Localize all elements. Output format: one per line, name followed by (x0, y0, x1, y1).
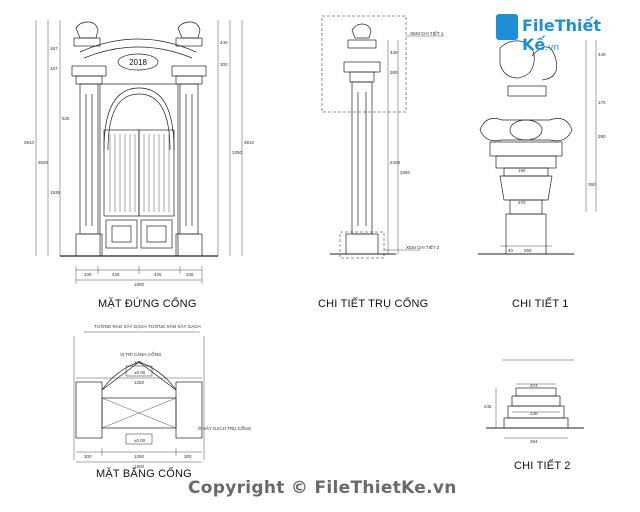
dim-text: 330 (530, 411, 538, 416)
title-detail-1: CHI TIẾT 1 (512, 298, 569, 310)
dim-text: 390 (588, 182, 596, 187)
dim-text: 250 (524, 248, 532, 253)
dim-text: 3910 (244, 140, 255, 145)
plan-note: Ô XÂY GẠCH TRỤ CỔNG (198, 426, 252, 431)
title-pillar-detail: CHI TIẾT TRỤ CỔNG (318, 298, 429, 310)
dim-text: 300 (390, 70, 398, 75)
level-mark: ±0.00 (134, 370, 146, 375)
logo-text: FileThiết Kế.vn (522, 16, 602, 54)
dim-text: 1900 (134, 464, 145, 469)
dim-text: 270 (518, 200, 526, 205)
dim-text: 1250 (134, 454, 145, 459)
plan-note: VỊ TRÍ CÁNH CỔNG (120, 352, 162, 357)
dim-text: 157 (50, 66, 58, 71)
dim-text: 1250 (134, 380, 145, 385)
title-detail-2: CHI TIẾT 2 (514, 460, 571, 472)
gate-elevation (60, 21, 218, 257)
dim-text: 330 (186, 272, 194, 277)
dim-text: 3910 (24, 140, 35, 145)
dim-text: 160 (518, 168, 526, 173)
dim-text: 374 (530, 383, 538, 388)
dim-text: 425 (112, 272, 120, 277)
dim-text: 300 (220, 62, 228, 67)
dim-text: 40 (508, 248, 514, 253)
pillar-detail (321, 15, 444, 259)
callout-bottom: XEM CHI TIẾT 2 (406, 245, 440, 250)
dim-text: 300 (184, 454, 192, 459)
dim-text: 425 (154, 272, 162, 277)
level-mark: ±0.00 (134, 438, 146, 443)
dim-text: 440 (598, 52, 606, 57)
copyright-watermark: Copyright © FileThietKe.vn (188, 478, 457, 498)
dim-text: 440 (220, 40, 228, 45)
dim-text: 2405 (390, 160, 401, 165)
dim-text: 1935 (50, 190, 61, 195)
dim-text: 440 (390, 50, 398, 55)
year-plaque: 2018 (129, 58, 147, 67)
logo-icon (496, 14, 518, 40)
dim-text: 390 (598, 134, 606, 139)
dim-text: 245 (484, 404, 492, 409)
title-elevation: MẶT ĐỨNG CỔNG (98, 298, 197, 310)
dim-text: 625 (62, 116, 70, 121)
dim-text: 170 (134, 360, 142, 365)
dim-text: 3350 (232, 150, 243, 155)
dim-text: 3600 (38, 160, 49, 165)
plan-note: TƯỜNG RÀO XÂY GẠCH (148, 324, 201, 329)
dim-text: 330 (84, 272, 92, 277)
dim-text: 3350 (400, 170, 411, 175)
watermark-logo: FileThiết Kế.vn (496, 12, 628, 54)
dim-text: 1900 (134, 282, 145, 287)
dim-text: 394 (530, 439, 538, 444)
dim-text: 167 (50, 46, 58, 51)
detail-1 (478, 40, 597, 255)
callout-top: XEM CHI TIẾT 1 (410, 31, 444, 36)
dim-text: 170 (598, 100, 606, 105)
gate-plan (73, 331, 205, 463)
elevation-dimensions (35, 20, 243, 284)
plan-note: TƯỜNG RÀO XÂY GẠCH (94, 324, 147, 329)
dim-text: 300 (84, 454, 92, 459)
title-plan: MẶT BẰNG CỔNG (96, 468, 192, 480)
detail-2 (486, 359, 584, 439)
